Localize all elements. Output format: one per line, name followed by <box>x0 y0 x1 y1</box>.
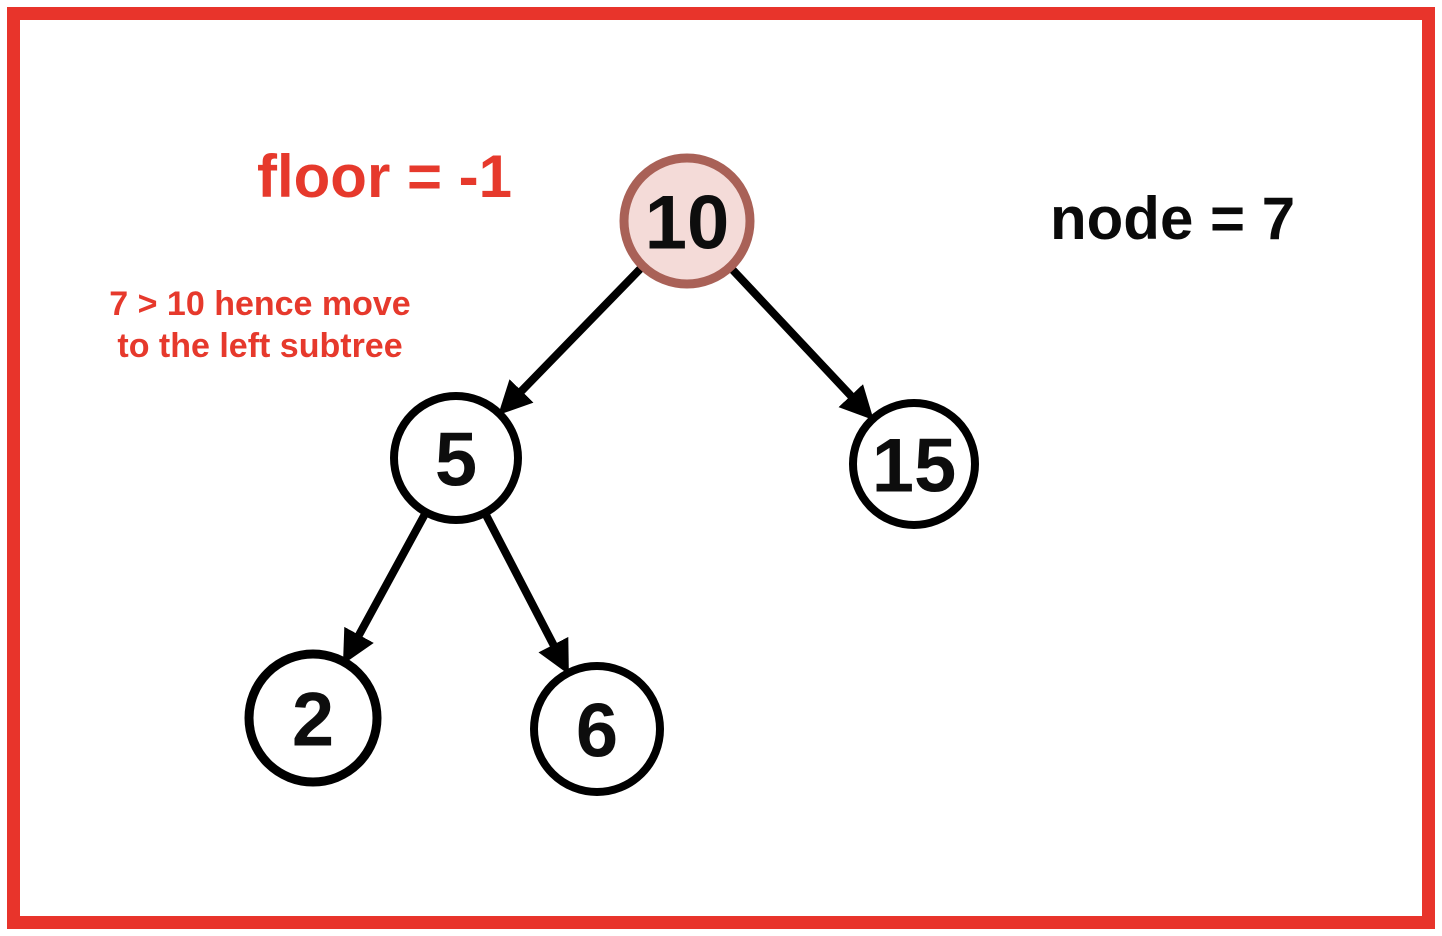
tree-node-2: 2 <box>244 649 382 787</box>
tree-node-5-value: 5 <box>435 417 477 502</box>
tree-node-10-circle <box>619 153 755 289</box>
tree-node-6-value: 6 <box>576 688 618 773</box>
annotation-line-1: 7 > 10 hence move <box>109 285 411 323</box>
tree-node-15: 15 <box>849 399 979 529</box>
node-value-label: node = 7 <box>1050 185 1296 252</box>
tree-node-2-circle <box>244 649 382 787</box>
tree-edge-10-15 <box>727 264 874 421</box>
tree-node-6-circle <box>530 662 664 796</box>
tree-node-5: 5 <box>390 392 522 524</box>
tree-node-6: 6 <box>530 662 664 796</box>
tree-edge-5-6 <box>482 513 569 675</box>
tree-node-15-circle <box>849 399 979 529</box>
annotation-note: 7 > 10 hence move to the left subtree <box>60 283 460 367</box>
floor-value-label: floor = -1 <box>257 143 513 210</box>
tree-node-10: 10 <box>619 153 755 289</box>
tree-node-2-value: 2 <box>292 677 334 762</box>
tree-node-5-circle <box>390 392 522 524</box>
annotation-line-2: to the left subtree <box>117 327 403 365</box>
tree-node-10-value: 10 <box>645 180 730 265</box>
tree-edge-5-2 <box>342 512 429 665</box>
tree-node-15-value: 15 <box>872 423 957 508</box>
tree-edge-10-5 <box>498 263 646 416</box>
